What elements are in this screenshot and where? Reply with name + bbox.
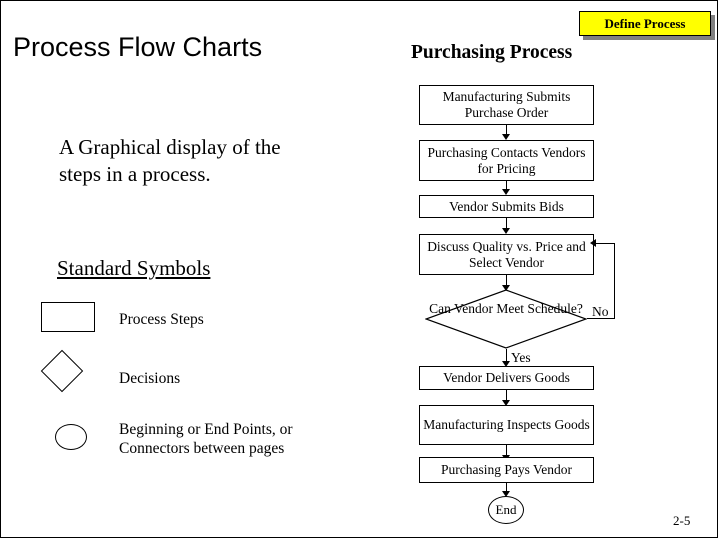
legend-oval-icon	[55, 424, 87, 450]
connector-n2-n3	[506, 181, 507, 190]
edge-label-no: No	[592, 304, 609, 319]
connector-n5-n6	[506, 349, 507, 363]
legend-label-decisions: Decisions	[119, 370, 181, 387]
arrowhead-n6-n7	[502, 400, 510, 406]
flow-node-purchasing-contacts-vendors: Purchasing Contacts Vendors for Pricing	[419, 140, 594, 181]
decision-diamond-icon	[425, 289, 587, 349]
symbols-heading: Standard Symbols	[57, 256, 211, 280]
connector-n3-n4	[506, 218, 507, 229]
flow-node-manufacturing-inspects-goods: Manufacturing Inspects Goods	[419, 405, 594, 445]
flow-node-purchasing-pays-vendor: Purchasing Pays Vendor	[419, 457, 594, 483]
arrowhead-n3-n4	[502, 228, 510, 234]
flow-node-vendor-submits-bids: Vendor Submits Bids	[419, 195, 594, 218]
arrowhead-n5-n6	[502, 361, 510, 367]
arrowhead-n2-n3	[502, 189, 510, 195]
connector-n1-n2	[506, 125, 507, 135]
connector-n7-n8	[506, 445, 507, 456]
loop-line-vertical	[614, 243, 615, 319]
loop-line-horizontal-top	[595, 243, 615, 244]
arrowhead-loop-back	[590, 239, 596, 247]
slide-description: A Graphical display of the steps in a pr…	[59, 135, 281, 186]
flowchart-title: Purchasing Process	[411, 42, 573, 63]
flow-node-discuss-quality-select-vendor: Discuss Quality vs. Price and Select Ven…	[419, 234, 594, 275]
legend-label-endpoints: Beginning or End Points, or Connectors b…	[119, 421, 293, 457]
connector-n8-n9	[506, 483, 507, 492]
connector-n4-n5	[506, 275, 507, 286]
loop-line-horizontal-bottom	[587, 318, 615, 319]
page-number: 2-5	[673, 513, 691, 528]
flow-node-manufacturing-submits-purchase-order: Manufacturing Submits Purchase Order	[419, 85, 594, 125]
flow-node-vendor-delivers-goods: Vendor Delivers Goods	[419, 366, 594, 390]
arrowhead-n1-n2	[502, 134, 510, 140]
legend-label-process-steps: Process Steps	[119, 311, 204, 328]
connector-n6-n7	[506, 390, 507, 401]
arrowhead-n8-n9	[502, 491, 510, 497]
decision-label: Can Vendor Meet Schedule?	[429, 301, 583, 316]
edge-label-yes: Yes	[511, 350, 531, 365]
legend-diamond-icon	[40, 349, 84, 393]
arrowhead-n4-n5	[502, 285, 510, 291]
define-process-banner: Define Process	[579, 11, 711, 36]
flow-node-can-vendor-meet-schedule: Can Vendor Meet Schedule?	[425, 289, 587, 349]
page-title: Process Flow Charts	[13, 32, 263, 62]
flow-node-end: End	[488, 496, 524, 524]
legend-rectangle-icon	[41, 302, 95, 332]
